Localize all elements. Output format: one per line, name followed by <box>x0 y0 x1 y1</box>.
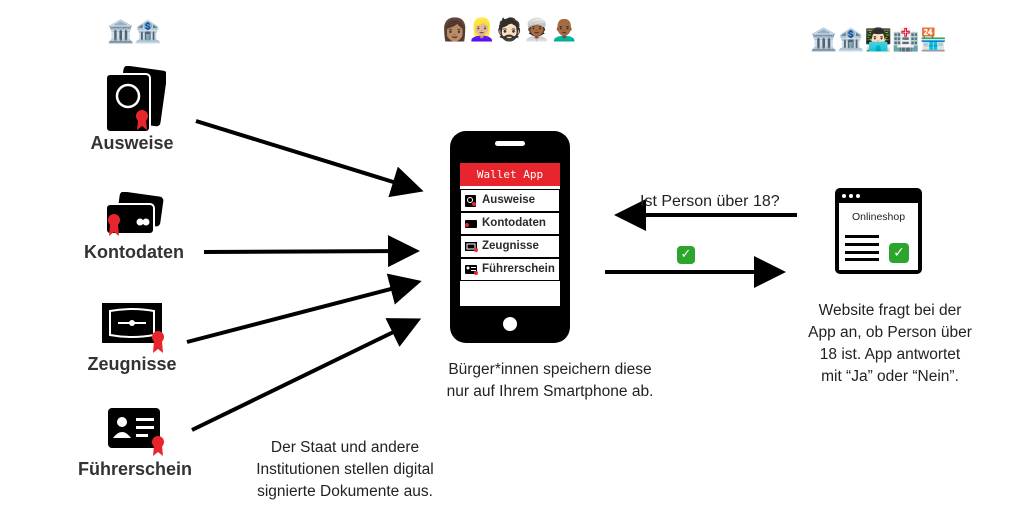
phone-caption: Bürger*innen speichern diese nur auf Ihr… <box>410 359 690 403</box>
document-label-kontodaten: Kontodaten <box>84 242 184 262</box>
issuers-caption: Der Staat und andere Institutionen stell… <box>220 437 470 503</box>
wallet-item-label: Kontodaten <box>482 217 546 229</box>
caption-line: nur auf Ihrem Smartphone ab. <box>446 383 654 400</box>
caption-line: signierte Dokumente aus. <box>257 483 433 500</box>
certificate-icon <box>465 242 478 252</box>
arrow-ausweise <box>195 119 424 198</box>
wallet-item-zeugnisse[interactable]: Zeugnisse <box>460 235 560 258</box>
caption-line: mit “Ja” oder “Nein”. <box>821 368 959 385</box>
issuer-buildings-icon: 🏛️🏦 <box>107 20 162 45</box>
document-label-zeugnisse: Zeugnisse <box>87 354 177 374</box>
text-lines-icon <box>845 235 879 261</box>
onlineshop-window: Onlineshop ✓ <box>835 188 922 274</box>
caption-line: Institutionen stellen digital <box>256 461 434 478</box>
drivers-license-icon <box>108 408 164 456</box>
arrow-zeugnisse <box>186 273 422 344</box>
phone-screen: Wallet App Ausweise Kontodaten Zeugnisse… <box>460 163 560 306</box>
caption-line: App an, ob Person über <box>808 324 972 341</box>
bank-card-icon <box>105 192 164 236</box>
id-card-icon <box>465 195 476 207</box>
check-mark-icon: ✓ <box>677 246 695 264</box>
window-dots-icon <box>842 194 860 198</box>
phone-speaker <box>495 141 525 146</box>
caption-line: 18 ist. App antwortet <box>819 346 961 363</box>
browser-body: Onlineshop ✓ <box>839 203 918 270</box>
id-card-icon <box>105 66 166 133</box>
onlineshop-title: Onlineshop <box>851 211 906 223</box>
wallet-item-label: Zeugnisse <box>482 240 539 252</box>
wallet-item-label: Ausweise <box>482 194 536 206</box>
wallet-item-label: Führerschein <box>482 263 555 275</box>
verifiers-icon: 🏛️🏦👨🏻‍💻🏥🏪 <box>810 28 947 53</box>
caption-line: Website fragt bei der <box>818 302 962 319</box>
certificate-icon <box>102 303 164 353</box>
citizens-icon: 👩🏽👱🏼‍♀️🧔🏻👳🏾👨🏾‍🦲 <box>441 18 578 43</box>
smartphone: Wallet App Ausweise Kontodaten Zeugnisse… <box>450 131 570 343</box>
bank-card-icon <box>465 220 477 228</box>
wallet-item-ausweise-row[interactable]: Ausweise <box>460 189 560 212</box>
document-label-ausweise: Ausweise <box>90 133 174 153</box>
caption-line: Der Staat und andere <box>270 439 420 456</box>
wallet-app-title: Wallet App <box>460 163 560 186</box>
wallet-item-kontodaten[interactable]: Kontodaten <box>460 212 560 235</box>
age-question: Ist Person über 18? <box>640 193 780 210</box>
document-label-fuehrerschein: Führerschein <box>77 459 193 479</box>
arrow-kontodaten <box>203 235 420 268</box>
check-mark-icon: ✓ <box>889 243 909 263</box>
shop-caption: Website fragt bei der App an, ob Person … <box>785 300 995 388</box>
drivers-license-icon <box>465 265 478 275</box>
phone-home-button <box>503 317 517 331</box>
wallet-item-fuehrerschein[interactable]: Führerschein <box>460 258 560 281</box>
caption-line: Bürger*innen speichern diese <box>448 361 652 378</box>
arrow-fuehrerschein <box>191 318 422 432</box>
